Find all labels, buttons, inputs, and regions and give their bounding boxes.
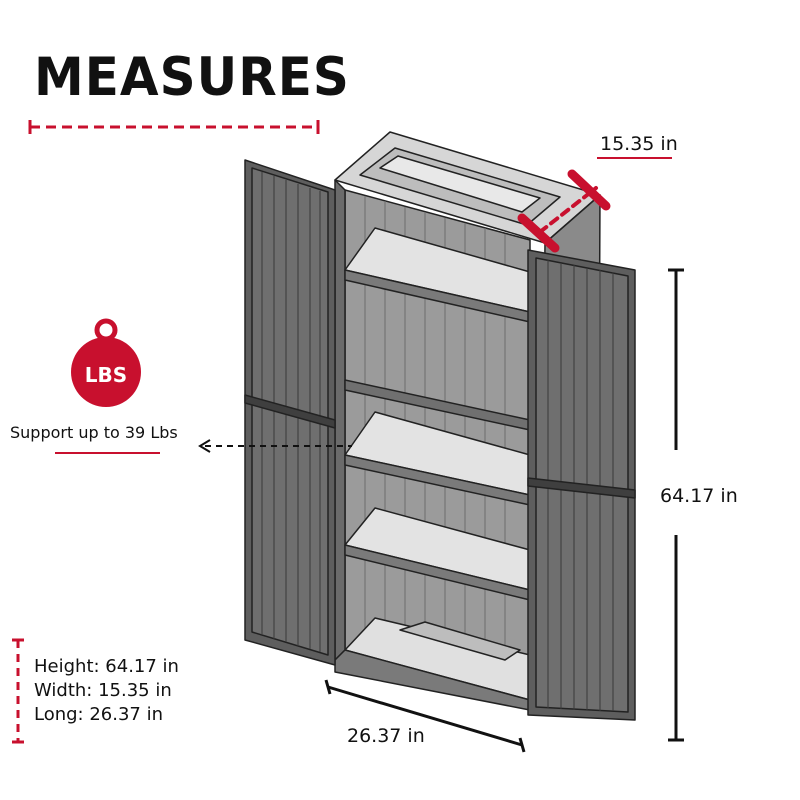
cabinet-illustration [244,131,636,721]
depth-label: 15.35 in [600,133,678,155]
weight-badge-icon: LBS [71,318,141,407]
specs-list: Height: 64.17 in Width: 15.35 in Long: 2… [34,655,179,727]
length-label: 26.37 in [347,725,425,747]
spec-height: Height: 64.17 in [34,656,179,677]
depth-marker [517,169,611,253]
height-label: 64.17 in [660,485,738,507]
support-note: Support up to 39 Lbs [10,423,178,442]
length-marker [324,679,526,753]
weight-badge-label: LBS [85,363,127,387]
support-arrow [198,439,352,453]
spec-width: Width: 15.35 in [34,680,172,701]
height-marker [668,268,684,742]
spec-long: Long: 26.37 in [34,704,164,725]
page-title: MEASURES [34,46,350,108]
